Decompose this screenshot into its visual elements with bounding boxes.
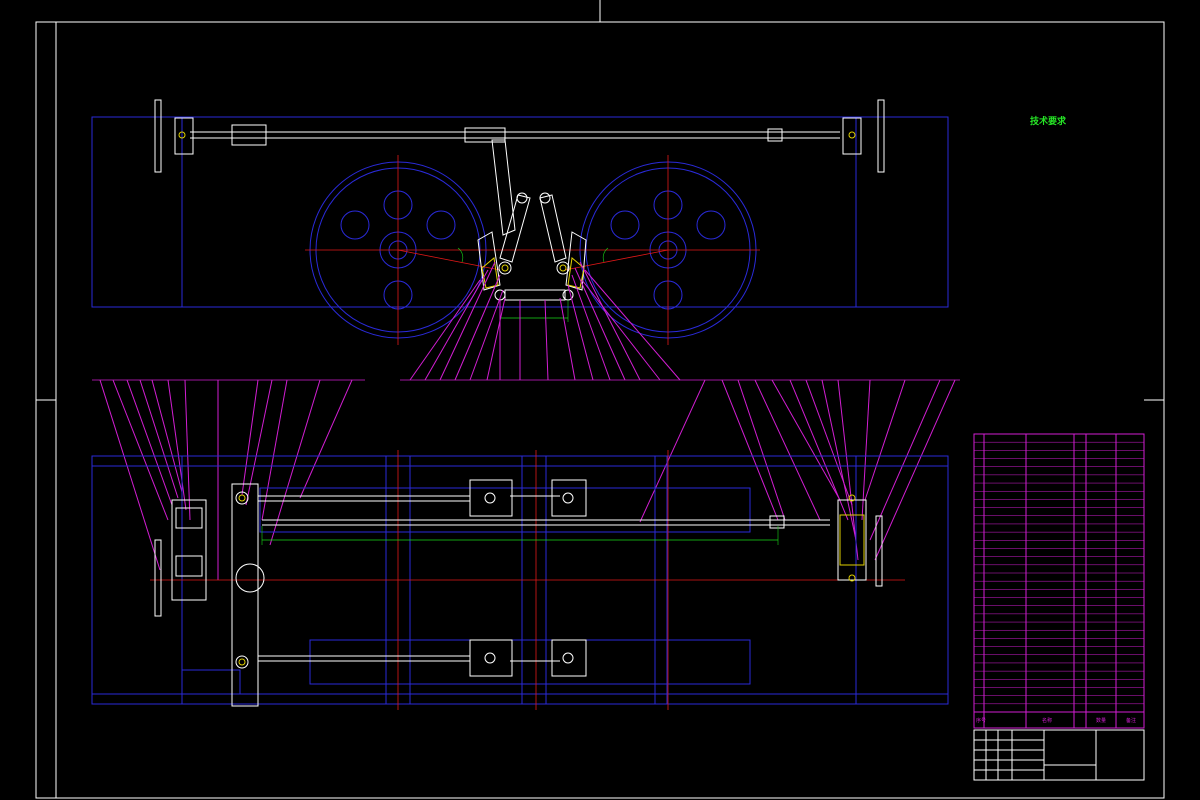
brake-clamps <box>469 479 587 677</box>
leader-lines <box>92 261 960 580</box>
brake-rods <box>258 495 830 662</box>
top-view <box>91 99 949 345</box>
table-header-qty: 数量 <box>1096 717 1106 724</box>
bottom-view <box>91 450 949 710</box>
table-header-no: 序号 <box>976 717 986 724</box>
parts-table: 序号 名称 数量 备注 <box>973 433 1145 729</box>
title-block <box>973 729 1145 781</box>
top-shaft <box>154 99 885 173</box>
tech-requirements-title: 技术要求 <box>1030 115 1067 127</box>
bottom-dimension <box>261 526 779 545</box>
outer-frame <box>35 0 1165 799</box>
left-hub-assembly <box>154 483 265 707</box>
table-header-name: 名称 <box>1042 717 1052 724</box>
table-header-remark: 备注 <box>1126 717 1136 724</box>
right-hub-assembly <box>837 494 883 587</box>
technical-requirements: 技术要求 <box>1030 115 1067 127</box>
brake-linkage <box>477 139 587 301</box>
